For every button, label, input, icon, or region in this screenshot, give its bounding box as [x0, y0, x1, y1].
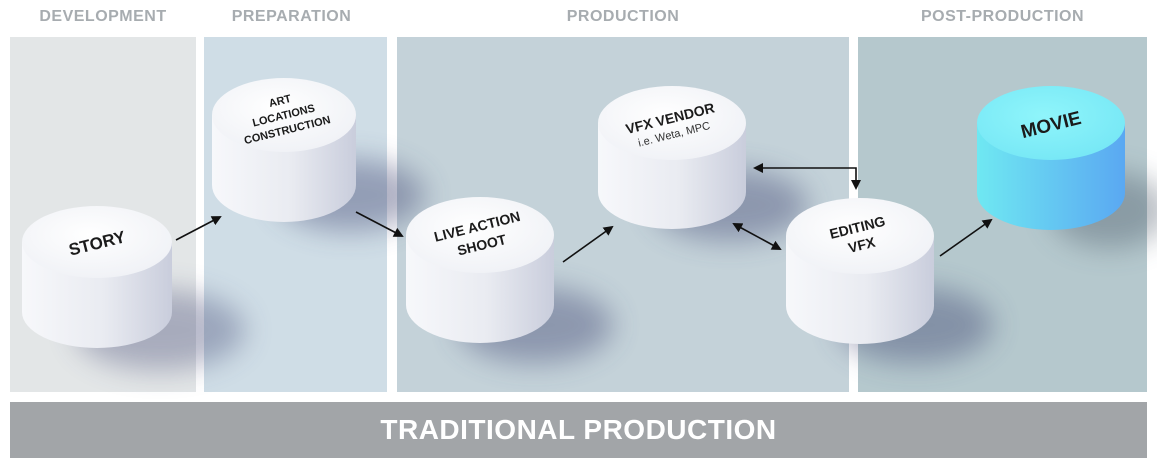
node-art-locations-construction: ART LOCATIONS CONSTRUCTION: [212, 78, 356, 222]
node-live-action-shoot: LIVE ACTION SHOOT: [406, 197, 554, 343]
node-movie: MOVIE: [977, 86, 1125, 230]
footer-banner: TRADITIONAL PRODUCTION: [10, 402, 1147, 458]
arrow-vfx-vendor-editing-bidirectional: [732, 223, 782, 250]
phase-label-preparation: PREPARATION: [231, 8, 352, 25]
flow-arrows: [175, 163, 993, 263]
arrow-art-to-live-action: [355, 211, 404, 237]
phase-label-post-production: POST-PRODUCTION: [920, 8, 1085, 25]
node-story: STORY: [22, 206, 172, 348]
phase-label-production: PRODUCTION: [566, 8, 680, 25]
arrow-vfx-vendor-editing-elbow: [753, 163, 861, 190]
arrow-editing-to-movie: [939, 218, 993, 257]
node-vfx-vendor: VFX VENDOR i.e. Weta, MPC: [598, 86, 746, 229]
arrow-story-to-art: [175, 216, 222, 241]
node-art-line-1: ART: [268, 93, 293, 110]
arrow-live-action-to-vfx-vendor: [562, 225, 614, 263]
phase-label-development: DEVELOPMENT: [39, 8, 167, 25]
node-editing-line-2: VFX: [847, 234, 878, 256]
node-editing-vfx: EDITING VFX: [786, 198, 934, 344]
